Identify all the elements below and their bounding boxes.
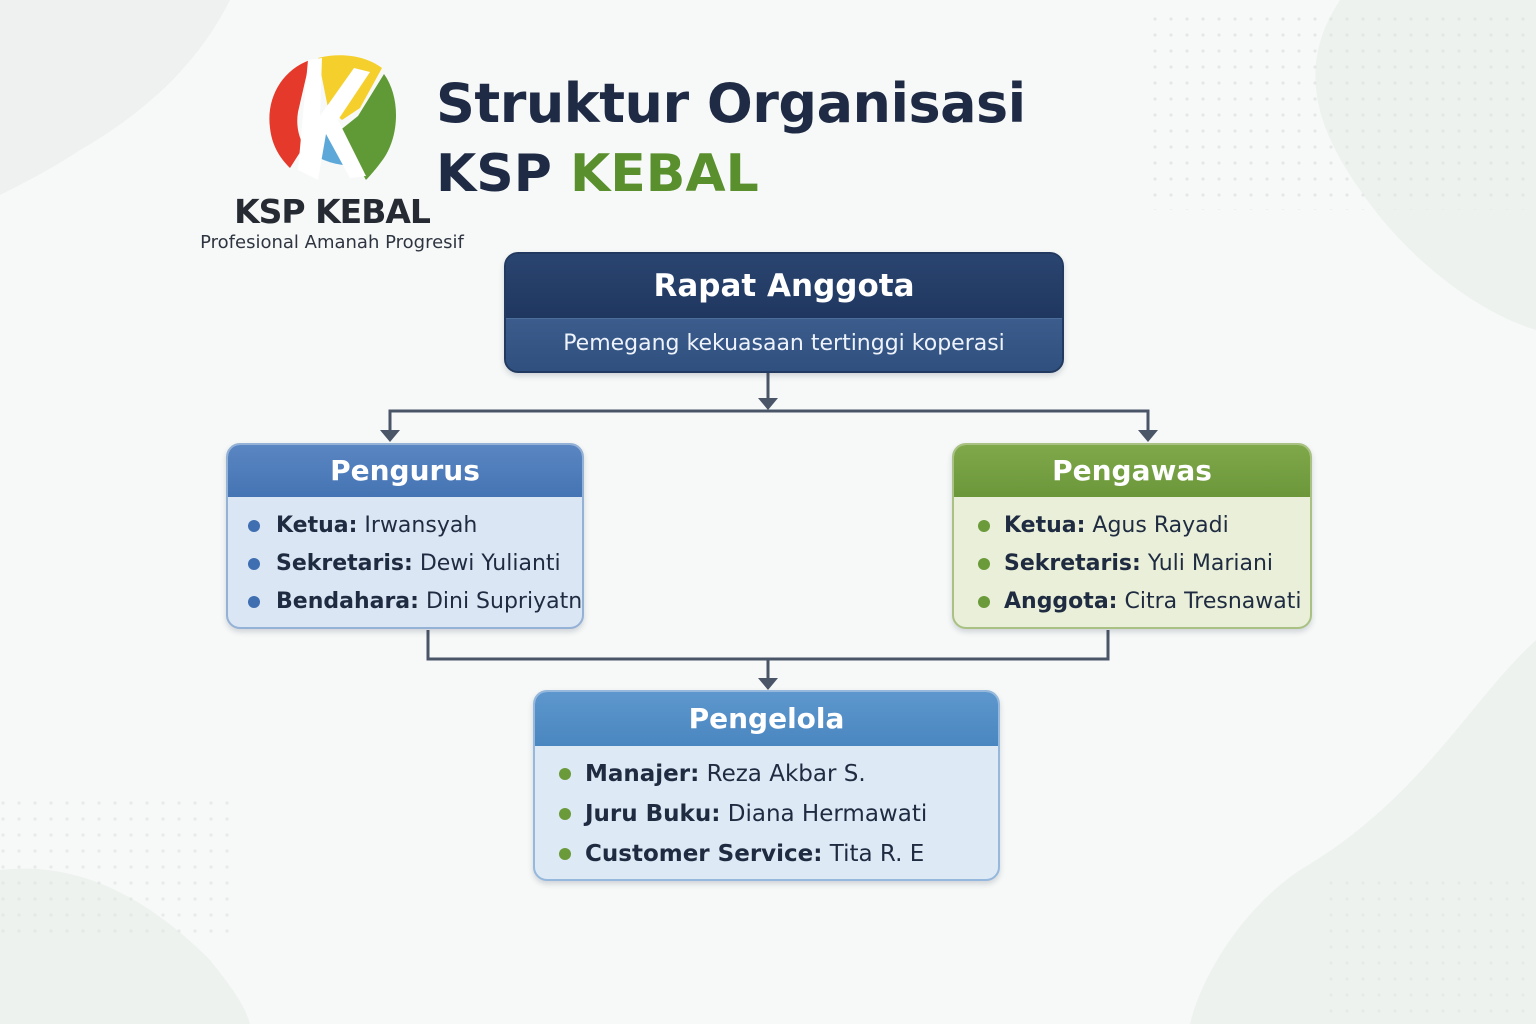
bullet-icon — [978, 520, 990, 532]
bullet-icon — [978, 558, 990, 570]
arrow-to-pengelola-icon — [758, 678, 778, 690]
pengelola-member-customer-service: Customer Service: Tita R. E — [559, 834, 998, 874]
subtitle-accent: KEBAL — [569, 144, 759, 204]
pengurus-member-bendahara: Bendahara: Dini Supriyatni — [248, 583, 582, 621]
member-role: Bendahara: — [276, 589, 419, 614]
ksp-kebal-logo-icon — [269, 55, 396, 180]
rapat-anggota-box: Rapat Anggota Pemegang kekuasaan terting… — [504, 252, 1064, 373]
arrow-to-pengawas-icon — [1138, 430, 1158, 442]
member-name: Citra Tresnawati — [1124, 589, 1302, 614]
member-role: Anggota: — [1004, 589, 1118, 614]
page-subtitle: KSP KEBAL — [436, 144, 759, 204]
member-role: Sekretaris: — [276, 551, 413, 576]
pengelola-member-manajer: Manajer: Reza Akbar S. — [559, 754, 998, 794]
logo-tagline: Profesional Amanah Progresif — [200, 232, 464, 253]
logo-name: KSP KEBAL — [234, 192, 431, 231]
subtitle-prefix: KSP — [436, 144, 552, 204]
pengurus-title: Pengurus — [228, 445, 582, 497]
member-name: Reza Akbar S. — [706, 761, 866, 787]
pengurus-box: Pengurus Ketua: Irwansyah Sekretaris: De… — [226, 443, 584, 629]
member-role: Sekretaris: — [1004, 551, 1141, 576]
pengelola-member-juru-buku: Juru Buku: Diana Hermawati — [559, 794, 998, 834]
bullet-icon — [248, 520, 260, 532]
bullet-icon — [248, 558, 260, 570]
bullet-icon — [559, 808, 571, 820]
pengawas-box: Pengawas Ketua: Agus Rayadi Sekretaris: … — [952, 443, 1312, 629]
pengelola-box: Pengelola Manajer: Reza Akbar S. Juru Bu… — [533, 690, 1000, 881]
member-name: Irwansyah — [364, 513, 478, 538]
member-role: Ketua: — [1004, 513, 1086, 538]
rapat-anggota-subtitle: Pemegang kekuasaan tertinggi koperasi — [506, 319, 1062, 371]
bullet-icon — [559, 848, 571, 860]
pengelola-member-list: Manajer: Reza Akbar S. Juru Buku: Diana … — [535, 746, 998, 874]
member-role: Juru Buku: — [585, 801, 721, 827]
bullet-icon — [978, 596, 990, 608]
member-name: Diana Hermawati — [727, 801, 928, 827]
pengawas-member-sekretaris: Sekretaris: Yuli Mariani — [978, 545, 1310, 583]
pengurus-member-ketua: Ketua: Irwansyah — [248, 507, 582, 545]
arrow-to-pengurus-icon — [380, 430, 400, 442]
member-role: Manajer: — [585, 761, 700, 787]
bullet-icon — [559, 768, 571, 780]
member-name: Dewi Yulianti — [419, 551, 561, 576]
pengelola-title: Pengelola — [535, 692, 998, 746]
pengurus-member-list: Ketua: Irwansyah Sekretaris: Dewi Yulian… — [228, 497, 582, 621]
pengawas-member-ketua: Ketua: Agus Rayadi — [978, 507, 1310, 545]
bullet-icon — [248, 596, 260, 608]
member-name: Yuli Mariani — [1147, 551, 1274, 576]
pengurus-member-sekretaris: Sekretaris: Dewi Yulianti — [248, 545, 582, 583]
pengawas-member-anggota: Anggota: Citra Tresnawati — [978, 583, 1310, 621]
arrow-to-branch-icon — [758, 398, 778, 410]
member-role: Customer Service: — [585, 841, 823, 867]
rapat-anggota-title: Rapat Anggota — [506, 254, 1062, 319]
page-title: Struktur Organisasi — [436, 72, 1026, 135]
member-role: Ketua: — [276, 513, 358, 538]
member-name: Tita R. E — [829, 841, 925, 867]
member-name: Agus Rayadi — [1092, 513, 1229, 538]
member-name: Dini Supriyatni — [425, 589, 584, 614]
pengawas-title: Pengawas — [954, 445, 1310, 497]
pengawas-member-list: Ketua: Agus Rayadi Sekretaris: Yuli Mari… — [954, 497, 1310, 621]
